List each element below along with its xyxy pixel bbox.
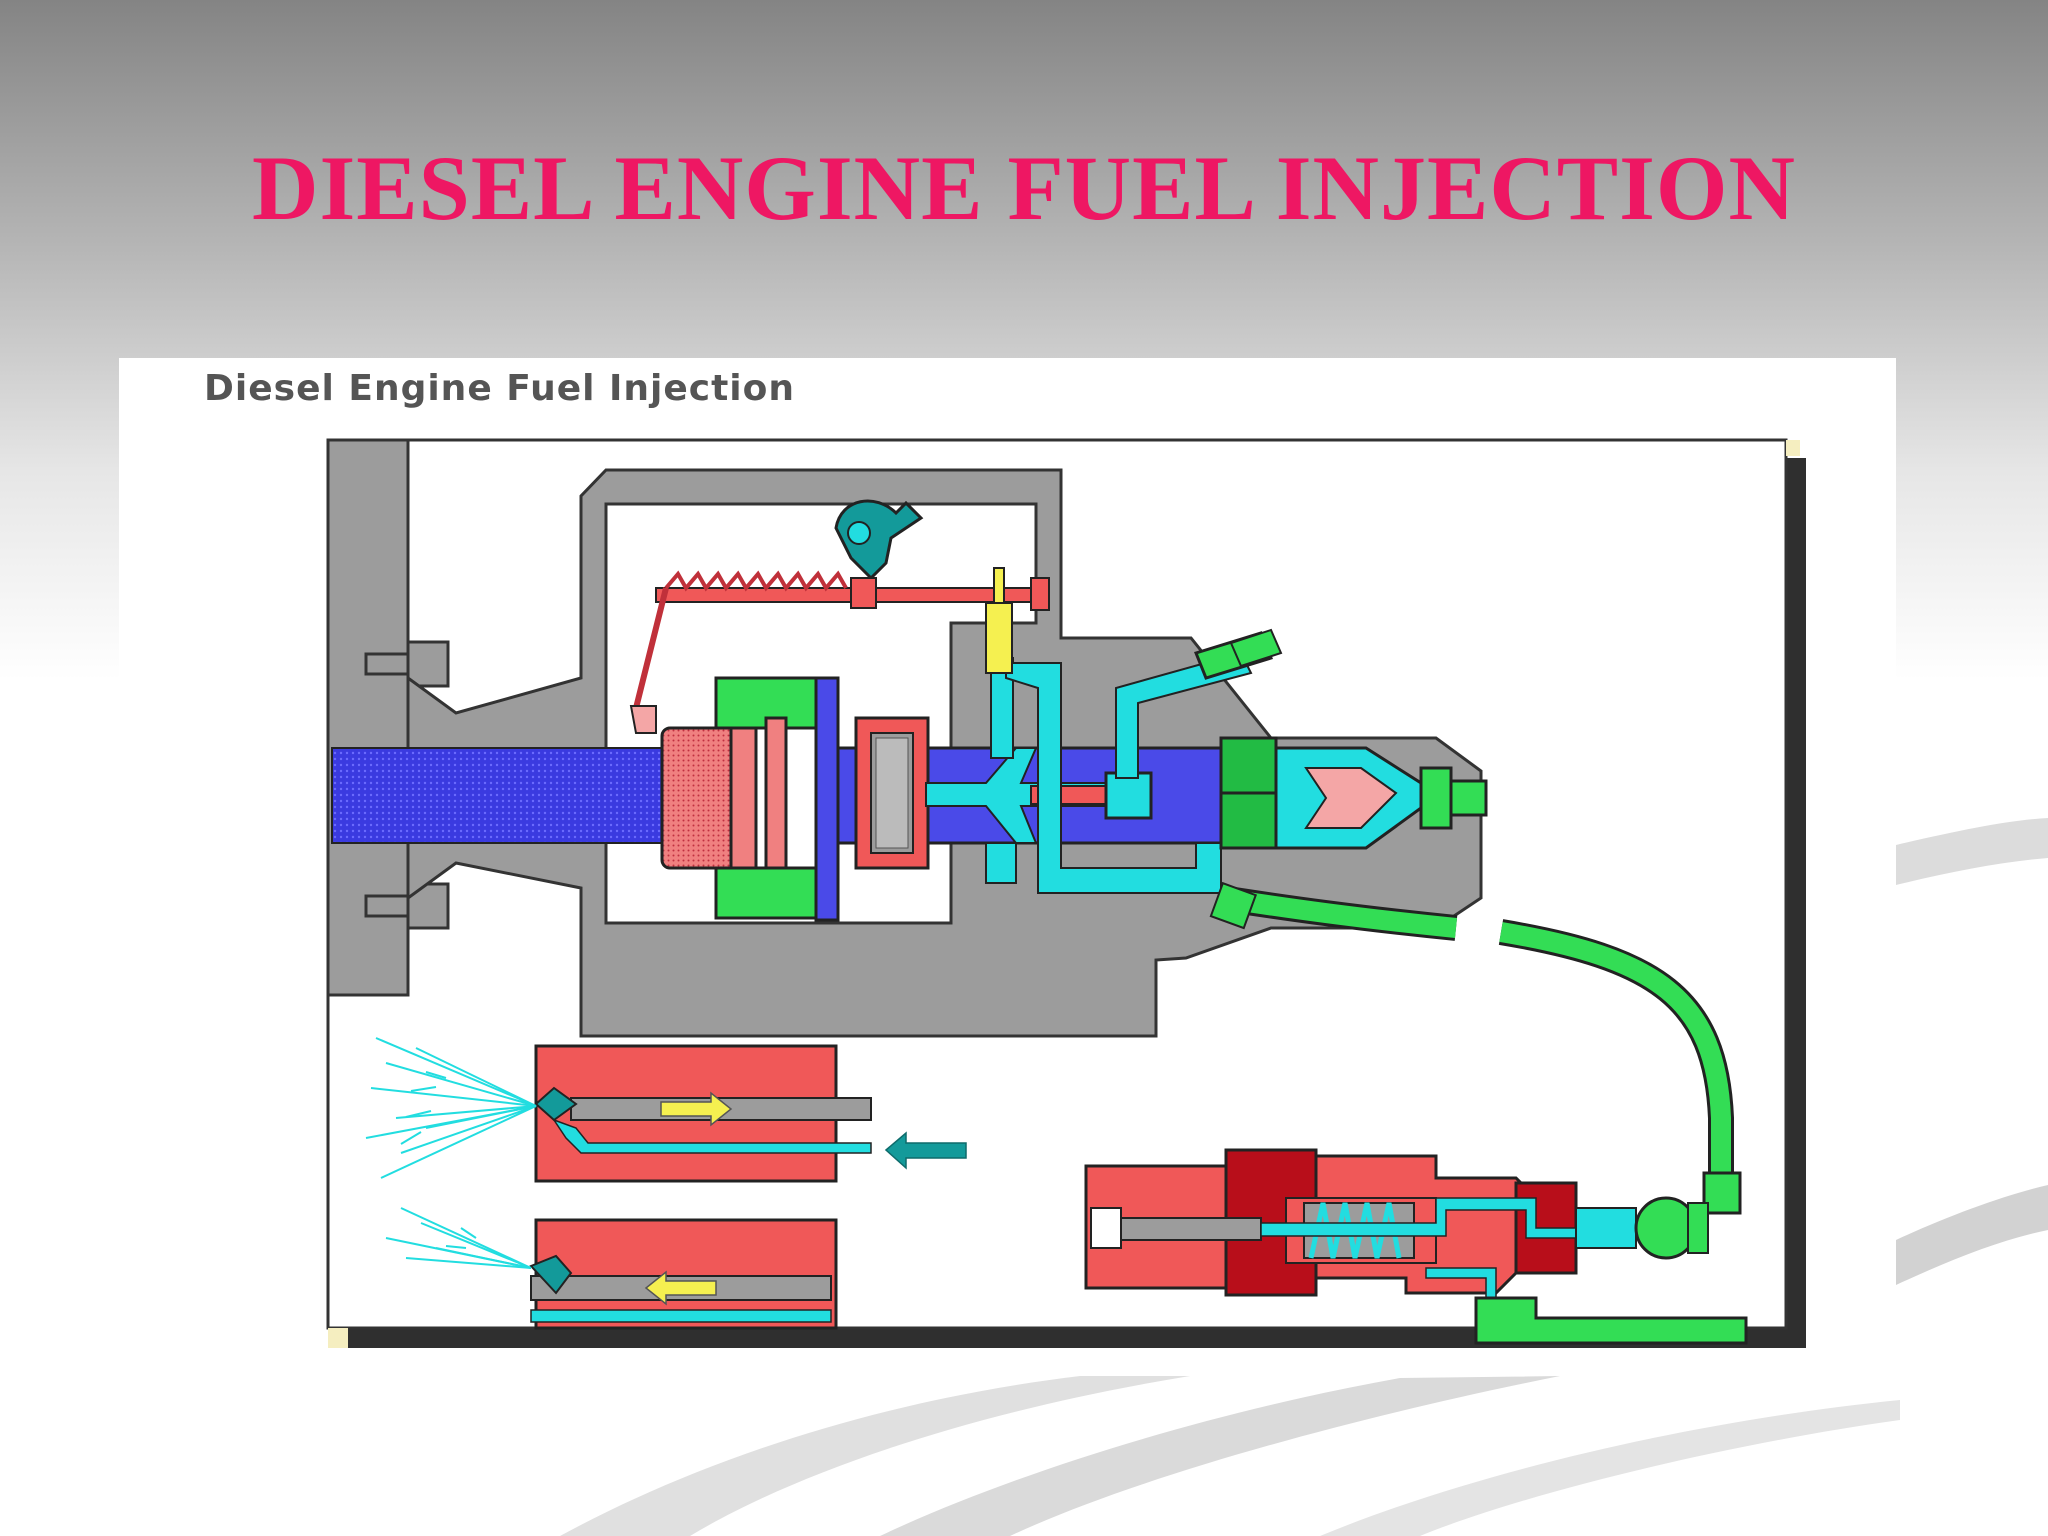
adjusting-lever (834, 499, 924, 581)
frame-corner-tl (1786, 440, 1800, 456)
injector-spring (1308, 1202, 1402, 1259)
adjusting-lever-pin (847, 521, 871, 545)
outlet-nut (1419, 766, 1453, 830)
nozzle-detail-seat-2 (529, 1254, 573, 1295)
flyweight-ring (729, 716, 758, 870)
governor-spring (664, 570, 848, 592)
feed-channel (1005, 662, 1222, 894)
inlet-fitting-nut (1229, 628, 1283, 668)
inlet-channel (1115, 651, 1253, 779)
line-union-top (1209, 881, 1258, 930)
leak-off-pipe (1474, 1296, 1748, 1345)
fuel-spray-1 (365, 1037, 537, 1179)
lever-block (850, 577, 877, 609)
roller-spring (875, 737, 909, 849)
flyweight-plate (764, 716, 788, 870)
frame-corner-bl (328, 1328, 348, 1348)
lever-pivot (629, 705, 657, 734)
nozzle-tip (1090, 1207, 1122, 1249)
high-pressure-line-b-fill (1499, 922, 1731, 1178)
pressure-chamber (1104, 771, 1153, 820)
fuel-spray-2 (385, 1207, 532, 1269)
flyweight-green-bottom (714, 866, 818, 920)
swoosh-bottom-right (1320, 1400, 1900, 1536)
nozzle-flow-arrow-1 (660, 1091, 733, 1127)
swoosh-bottom-left (560, 1376, 1190, 1536)
injector-inlet (1575, 1207, 1637, 1249)
nozzle-flow-arrow-2 (644, 1270, 717, 1306)
slide-title: DIESEL ENGINE FUEL INJECTION (252, 137, 1796, 239)
drive-disc (814, 676, 840, 922)
figure-caption: Diesel Engine Fuel Injection (204, 368, 796, 409)
nozzle-detail-seat-1 (534, 1086, 578, 1122)
swoosh-bottom-mid (880, 1376, 1560, 1536)
nozzle-detail-channel-1 (552, 1118, 872, 1154)
swoosh-right-upper (1896, 818, 2048, 885)
injector-needle (1115, 1217, 1262, 1241)
swoosh-right-lower (1896, 1185, 2048, 1285)
delivery-valve-cap (1304, 767, 1398, 829)
metering-sleeve (985, 602, 1013, 674)
nozzle-detail-channel-2 (530, 1309, 832, 1323)
feed-arrow-1 (884, 1131, 967, 1170)
figure-panel: Diesel Engine Fuel Injection (119, 358, 1896, 1376)
drive-shaft (331, 747, 663, 844)
line-union-bottom (1702, 1171, 1742, 1215)
governor-lever (633, 587, 669, 709)
outlet-fitting (1449, 779, 1488, 817)
control-rod-end (1030, 577, 1050, 611)
mount-bolt-top-head (406, 640, 450, 688)
metering-port-lower (985, 842, 1017, 884)
fuel-injection-diagram (326, 438, 1806, 1348)
inlet-union-nut (1687, 1202, 1709, 1254)
